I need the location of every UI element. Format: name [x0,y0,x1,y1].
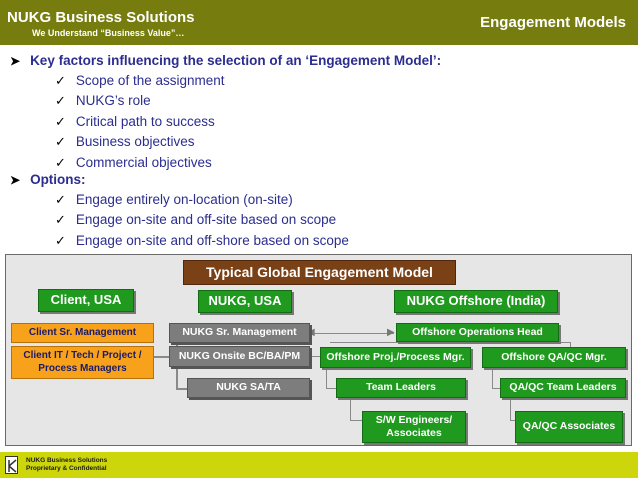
offshore-operations-head: Offshore Operations Head [396,323,559,342]
option-label: Engage on-site and off-site based on sco… [75,212,337,227]
footer-bar [0,452,638,478]
check-icon: ✓ [55,134,66,149]
check-icon: ✓ [55,192,66,207]
client-sr-management: Client Sr. Management [11,323,154,343]
diagram-title: Typical Global Engagement Model [183,260,456,285]
options-heading-item: ➤ Options: [10,172,86,187]
factor-label: Business objectives [75,134,195,149]
check-icon: ✓ [55,155,66,170]
factors-heading-item: ➤ Key factors influencing the selection o… [10,53,441,68]
connector-line [152,356,172,358]
connector-line [510,420,516,421]
connector-line [570,342,571,348]
connector-line [312,333,394,334]
factor-item: ✓ Critical path to success [55,114,215,130]
option-label: Engage entirely on-location (on-site) [75,192,293,207]
tagline: We Understand “Business Value”… [32,28,185,38]
connector-line [176,388,188,390]
check-icon: ✓ [55,114,66,129]
option-item: ✓ Engage on-site and off-shore based on s… [55,233,349,249]
option-item: ✓ Engage on-site and off-site based on sc… [55,212,336,228]
nukg-sr-management: NUKG Sr. Management [169,323,310,343]
column-nukg: NUKG, USA [198,290,292,313]
option-item: ✓ Engage entirely on-location (on-site) [55,192,293,208]
footer-confidential: Proprietary & Confidential [26,465,107,472]
connector-line [350,420,364,421]
option-label: Engage on-site and off-shore based on sc… [75,233,349,248]
column-client: Client, USA [38,289,134,312]
connector-line [492,368,493,388]
factor-label: NUKG’s role [75,93,151,108]
company-logo-icon [5,456,18,474]
arrow-left-icon: ◀ [307,327,315,338]
footer-text: NUKG Business Solutions Proprietary & Co… [26,457,107,473]
factors-heading: Key factors influencing the selection of… [30,53,442,68]
connector-line [350,398,351,420]
slide-title: Engagement Models [480,14,626,31]
connector-line [326,368,327,388]
connector-line [330,342,570,343]
check-icon: ✓ [55,73,66,88]
nukg-sa-ta: NUKG SA/TA [187,378,310,398]
check-icon: ✓ [55,93,66,108]
check-icon: ✓ [55,212,66,227]
factor-label: Critical path to success [75,114,215,129]
qa-qc-team-leaders: QA/QC Team Leaders [500,378,626,398]
sw-engineers-associates: S/W Engineers/ Associates [362,411,466,443]
team-leaders: Team Leaders [336,378,466,398]
factor-item: ✓ Commercial objectives [55,155,212,171]
connector-line [326,388,338,389]
arrow-right-icon: ▶ [387,327,395,338]
arrow-bullet-icon: ➤ [10,54,21,68]
connector-line [492,388,502,389]
column-offshore: NUKG Offshore (India) [394,290,558,313]
factor-item: ✓ Business objectives [55,134,194,150]
factor-item: ✓ Scope of the assignment [55,73,225,89]
client-it-managers: Client IT / Tech / Project / Process Man… [11,346,154,379]
offshore-proj-process-mgr: Offshore Proj./Process Mgr. [320,347,471,368]
offshore-qa-qc-mgr: Offshore QA/QC Mgr. [482,347,626,368]
nukg-onsite: NUKG Onsite BC/BA/PM [169,346,310,367]
qa-qc-associates: QA/QC Associates [515,411,623,443]
footer-company: NUKG Business Solutions [26,457,108,464]
company-name: NUKG Business Solutions [7,9,195,26]
header-bar [0,0,638,45]
factor-label: Scope of the assignment [75,73,225,88]
check-icon: ✓ [55,233,66,248]
factor-label: Commercial objectives [75,155,212,170]
arrow-bullet-icon: ➤ [10,173,21,187]
options-heading: Options: [30,172,86,187]
connector-line [510,398,511,420]
connector-line [312,356,320,357]
factor-item: ✓ NUKG’s role [55,93,151,109]
